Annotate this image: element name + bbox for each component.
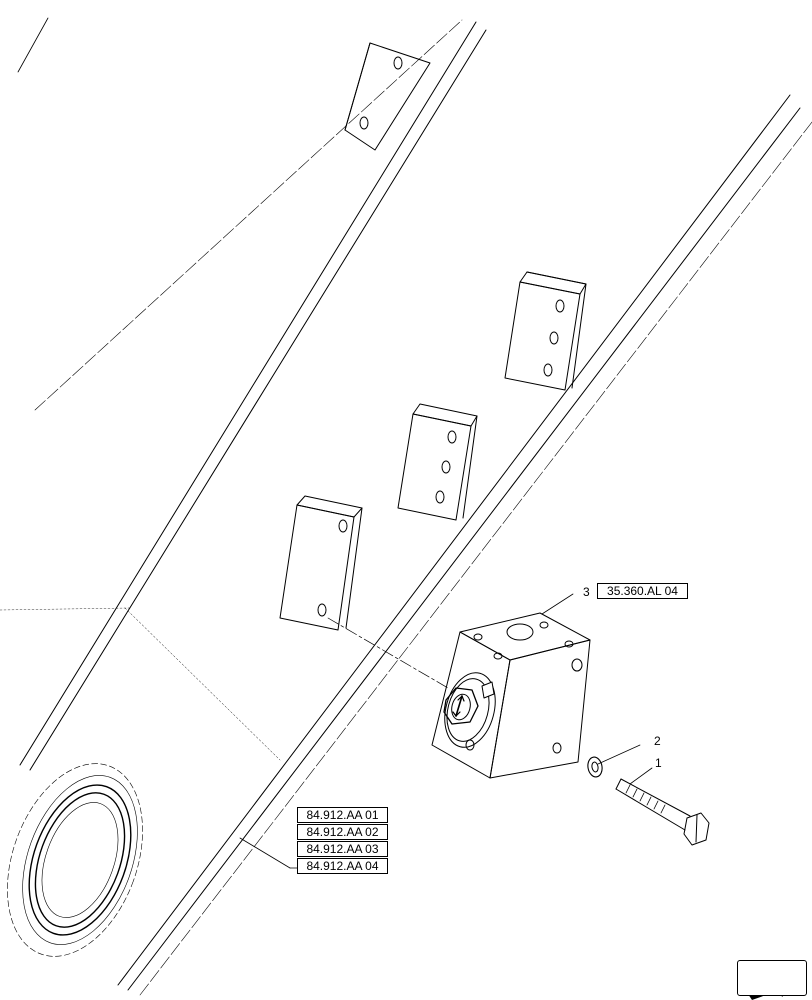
bolt (615, 778, 710, 846)
leader-lines (239, 593, 653, 869)
reference-84-912-aa-02[interactable]: 84.912.AA 02 (297, 824, 388, 840)
callout-item-3-reference[interactable]: 35.360.AL 04 (597, 583, 688, 599)
washer (587, 756, 603, 778)
boom-frame-lines (0, 17, 812, 996)
reference-84-912-aa-04[interactable]: 84.912.AA 04 (297, 858, 388, 874)
reference-84-912-aa-01[interactable]: 84.912.AA 01 (297, 807, 388, 823)
mounting-block-upper (504, 271, 587, 391)
pivot-bore (7, 763, 143, 957)
reference-84-912-aa-03[interactable]: 84.912.AA 03 (297, 841, 388, 857)
mounting-block-top (344, 42, 431, 151)
callout-item-3-number: 3 (583, 585, 590, 599)
mounting-block-lower (279, 495, 363, 631)
next-page-button[interactable] (737, 960, 807, 996)
alignment-centerline (327, 617, 449, 689)
callout-item-1-number: 1 (655, 756, 662, 770)
valve-block (431, 612, 591, 779)
callout-item-2-number: 2 (654, 734, 661, 748)
mounting-block-middle (397, 403, 478, 521)
